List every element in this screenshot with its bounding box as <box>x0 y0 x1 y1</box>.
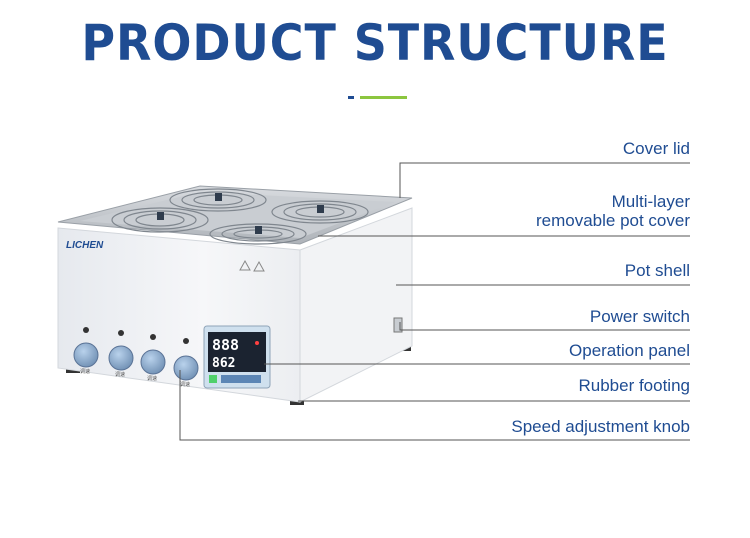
display-top-readout: 888 <box>212 336 239 354</box>
panel-led <box>255 341 259 345</box>
callout-pot-cover-line1: Multi-layer <box>611 192 690 211</box>
knob-label-3: 调速 <box>147 375 157 382</box>
pot-shell-side <box>299 207 413 403</box>
callout-speed-knob: Speed adjustment knob <box>511 417 690 436</box>
knob-label-2: 调速 <box>115 371 125 378</box>
pot-cover-knobs <box>157 193 324 234</box>
callout-pot-shell: Pot shell <box>624 261 690 280</box>
leader-speed-knob <box>179 370 690 441</box>
title-accent-dash-green <box>360 96 407 99</box>
power-switch <box>393 317 403 333</box>
panel-buttons <box>221 375 261 383</box>
callout-cover-lid: Cover lid <box>622 139 690 158</box>
page-title: PRODUCT STRUCTURE <box>81 14 669 72</box>
leader-cover-lid <box>399 162 690 198</box>
callout-operation-panel: Operation panel <box>569 341 690 360</box>
panel-button-green <box>209 375 217 383</box>
callout-pot-cover-line2: removable pot cover <box>535 211 690 230</box>
knob-label-1: 调速 <box>80 368 90 375</box>
callout-rubber-footing: Rubber footing <box>578 376 690 395</box>
callout-power-switch: Power switch <box>589 307 690 326</box>
brand-logo: LICHEN <box>66 240 104 251</box>
panel-display <box>208 332 266 372</box>
leader-power-switch <box>399 322 690 331</box>
knob-label-4: 调速 <box>180 381 190 388</box>
title-accent-dash-blue <box>348 96 354 99</box>
display-bottom-readout: 862 <box>212 356 235 371</box>
callout-pot-cover: Multi-layer removable pot cover <box>536 192 690 230</box>
warning-icon <box>239 259 265 272</box>
